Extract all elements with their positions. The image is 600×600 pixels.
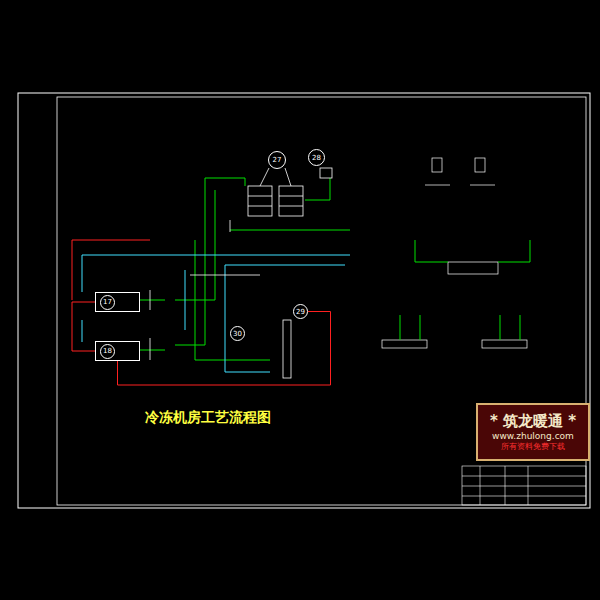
callout-text: 28 <box>312 154 321 162</box>
pipe-line <box>72 302 95 351</box>
callout-text: 17 <box>100 295 115 310</box>
callout-number: 27 <box>268 151 286 169</box>
watermark-text: 所有资料免费下载 <box>501 441 565 452</box>
watermark-box: * 筑龙暖通 *www.zhulong.com所有资料免费下载 <box>476 403 590 461</box>
pipe-line <box>118 312 331 386</box>
chiller-unit: 18 <box>95 341 140 361</box>
callout-number: 29 <box>293 304 308 319</box>
callout-text: 27 <box>273 156 282 164</box>
drawing-title: 冷冻机房工艺流程图 <box>145 409 271 427</box>
chiller-unit: 17 <box>95 292 140 312</box>
callout-number: 28 <box>308 149 325 166</box>
callout-text: 29 <box>296 308 305 316</box>
callout-text: 18 <box>100 344 115 359</box>
watermark-text: * 筑龙暖通 * <box>490 412 576 431</box>
callout-text: 30 <box>233 330 242 338</box>
watermark-text: www.zhulong.com <box>492 431 574 441</box>
callout-number: 30 <box>230 326 245 341</box>
